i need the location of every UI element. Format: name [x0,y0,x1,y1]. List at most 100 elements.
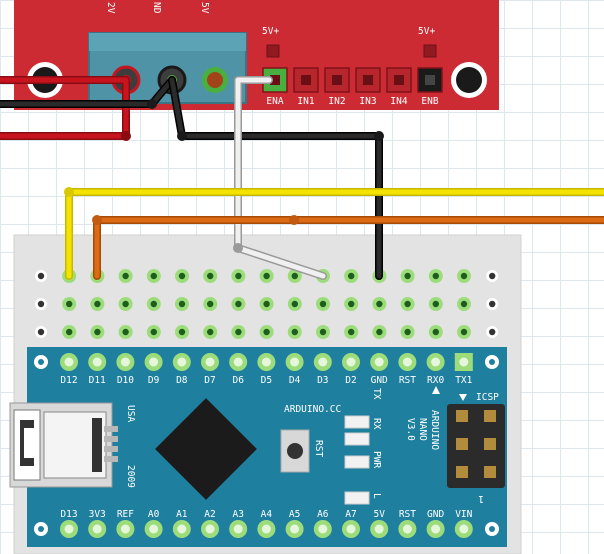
nano-top-pin-label: RST [399,375,416,386]
nano-pin-hole [402,357,412,367]
nano-bottom-pin-label: A2 [204,509,215,520]
icsp-label: ICSP [476,392,499,403]
driver-pin-label: IN1 [297,96,314,107]
nano-bottom-pin-label: A4 [261,509,273,520]
perfboard-hole-center [235,328,242,336]
perfboard-hole-center [150,272,157,280]
vplus-jumper-left [266,44,280,58]
driver-pin-hole [332,75,342,85]
rx-led [344,432,370,446]
nano-top-pin-label: D9 [148,375,160,386]
nano-pin-hole [374,357,384,367]
wire-joint [121,131,131,141]
perfboard-hole-center [94,300,101,308]
nano-pin-hole [290,357,300,367]
nano-pin-hole [290,524,300,534]
vplus-jumper-right [423,44,437,58]
perfboard-hole-center [432,300,439,308]
wire-joint [92,215,102,225]
nano-pin-hole [92,357,102,367]
nano-top-pin-label: D4 [289,375,301,386]
driver-pin-label: ENA [266,96,283,107]
perfboard-hole-center [263,328,270,336]
driver-pin-hole [301,75,311,85]
perfboard-hole-center [207,272,214,280]
nano-pin-hole [318,357,328,367]
nano-pin-hole [149,357,159,367]
driver-pin-label: IN2 [328,96,345,107]
nano-top-pin-label: GND [371,375,388,386]
nano-pin-hole [346,357,356,367]
perfboard-hole-center [432,328,439,336]
perfboard-hole-center [207,328,214,336]
perfboard-hole-center [66,328,73,336]
perfboard-hole-center [66,300,73,308]
perfboard-hole-center [150,300,157,308]
mounting-hole-inner [38,359,44,365]
driver-pin-label: IN3 [359,96,376,107]
perfboard-hole-center [489,328,496,336]
nano-pin-hole [346,524,356,534]
perfboard-hole-center [122,272,129,280]
nano-pin-hole [120,524,130,534]
vplus-label-left: 5V+ [262,26,279,37]
nano-top-pin-label: RX0 [427,375,444,386]
nano-pin-hole [459,524,469,534]
power-label-12v: 2V [105,2,116,14]
perfboard-hole-center [489,272,496,280]
perfboard-hole-center [122,300,129,308]
nano-pin-hole [459,357,469,367]
nano-pin-hole [431,524,441,534]
nano-pin-hole [177,357,187,367]
year-label: 2009 [125,465,136,488]
perfboard-hole-center [404,300,411,308]
terminal-5v-screw [207,72,223,88]
nano-bottom-pin-label: RST [399,509,416,520]
nano-top-pin-label: D2 [345,375,356,386]
tx-led [344,415,370,429]
wire-joint [147,99,157,109]
perfboard-hole-center [37,272,45,280]
rst-button-label: RST [313,440,324,457]
nano-pin-hole [120,357,130,367]
wire-white [235,77,326,279]
perfboard-hole-center [460,272,468,280]
perfboard-hole-center [319,300,327,308]
nano-pin-hole [92,524,102,534]
nano-bottom-pin-label: A5 [289,509,300,520]
nano-pin-hole [374,524,384,534]
wire-joint [64,187,74,197]
wire-joint [289,215,299,225]
perfboard-hole-center [319,328,327,336]
nano-pin-hole [402,524,412,534]
nano-bottom-pin-label: 5V [373,509,385,520]
perfboard-hole-center [207,300,214,308]
perfboard-hole-center [348,328,355,336]
icsp-header [432,386,505,488]
perfboard-hole-center [460,328,468,336]
pwr-led [344,455,370,469]
nano-bottom-pin-label: A3 [232,509,243,520]
nano-bottom-pin-label: D13 [60,509,77,520]
l-led-label: L [371,493,382,499]
nano-top-pin-label: D8 [176,375,188,386]
driver-pin-label: ENB [421,96,438,107]
perfboard-hole-center [178,272,186,280]
pwr-led-label: PWR [371,451,382,468]
nano-bottom-pin-label: A1 [176,509,188,520]
perfboard-hole-center [489,300,496,308]
power-label-5v: 5V [199,2,210,14]
reset-button[interactable] [280,429,310,473]
nano-pin-hole [64,524,74,534]
wire-black-2 [169,77,382,279]
driver-pin-hole [363,75,373,85]
wire-joint [233,243,243,253]
driver-pin-hole [425,75,435,85]
l-led [344,491,370,505]
perfboard-hole-center [263,272,270,280]
perfboard-hole-center [404,328,411,336]
nano-top-pin-label: TX1 [455,375,472,386]
perfboard-hole-center [122,328,129,336]
